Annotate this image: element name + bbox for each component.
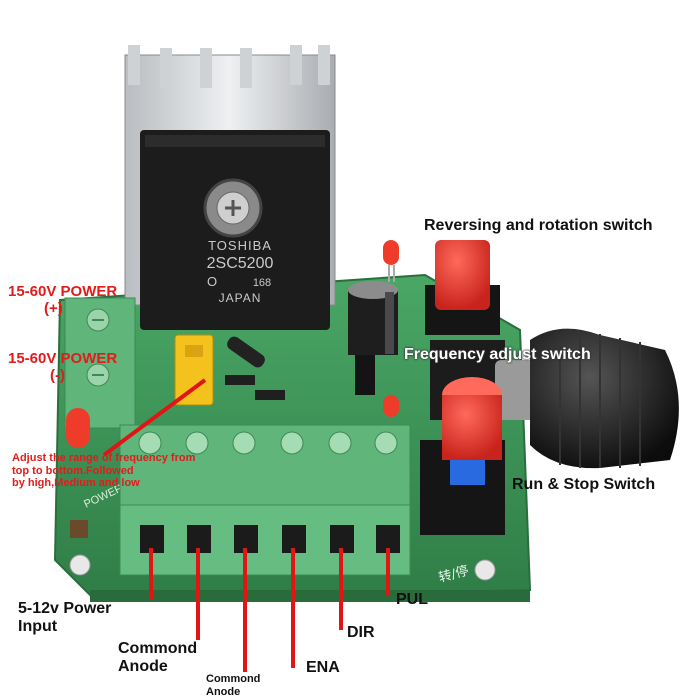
pcb-front-edge [90,590,530,602]
led-red [383,395,399,417]
callout-power-input: 5-12v Power Input [18,600,111,637]
callout-power-plus-line1: 15-60V POWER [8,283,118,300]
callout-power-plus-line2: (+) [44,300,63,318]
callout-run-stop: Run & Stop Switch [512,476,656,493]
reversing-switch [425,240,500,335]
smd-part [70,520,88,538]
callout-frequency-range-line2: top to bottom.Followed [12,464,134,477]
callout-frequency-adjust: Frequency adjust switch [404,346,591,363]
callout-arrows [102,378,390,672]
callout-common-anode-2: Commond Anode [206,673,260,698]
callout-power-input-line1: 5-12v Power [18,600,112,617]
callout-dir: DIR [347,624,375,641]
mount-hole [474,559,496,581]
transistor-code-left: O [207,274,217,289]
run-stop-switch [420,377,505,535]
callout-frequency-range: Adjust the range of frequency from top t… [12,452,195,490]
callout-power-minus-line1: 15-60V POWER [8,350,118,367]
callout-common-anode-2-line1: Commond [206,673,261,685]
callout-power-input-line2: Input [18,618,58,636]
callout-common-anode-1-line1: Commond [118,640,198,657]
callout-pul: PUL [396,591,428,608]
callout-common-anode-1: Commond Anode [118,640,197,677]
callout-power-plus: 15-60V POWER (+) [8,283,117,318]
transistor-code-right: 168 [253,277,271,289]
callout-frequency-range-line1: Adjust the range of frequency from [12,452,196,464]
callout-common-anode-1-line2: Anode [118,658,168,676]
power-transistor: TOSHIBA 2SC5200 O 168 JAPAN [140,130,330,330]
callout-frequency-range-line3: by high,Medium and low [12,477,140,490]
transistor-brand: TOSHIBA [208,238,272,253]
callout-power-minus-line2: (-) [50,367,65,385]
jumper [174,334,214,406]
power-terminal [64,297,136,429]
signal-terminal-block [119,424,411,576]
transistor-part: 2SC5200 [207,255,274,272]
callout-power-minus: 15-60V POWER (-) [8,350,117,385]
silk-run-stop: 转/停 [437,563,470,586]
callout-ena: ENA [306,659,340,676]
mount-hole [69,554,91,576]
diode [227,336,265,368]
led-red [383,240,399,282]
capacitor [348,281,398,355]
transistor-country: JAPAN [219,291,262,305]
led-red [66,408,90,448]
callout-common-anode-2-line2: Anode [206,685,241,698]
callout-reversing-switch: Reversing and rotation switch [424,217,653,234]
